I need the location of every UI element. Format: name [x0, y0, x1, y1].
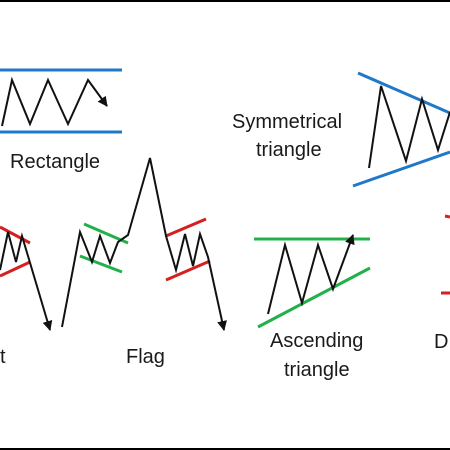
flag-bear-upper-line — [165, 217, 207, 238]
flag-price-path — [61, 157, 227, 331]
pennant-lower-line — [0, 260, 31, 278]
sym-label-line1: Symmetrical — [232, 111, 342, 133]
desc-upper-line-fragment — [444, 214, 450, 219]
desc-label-partial: D — [434, 331, 448, 353]
pennant-label-partial: t — [0, 346, 6, 368]
pennant-price-path — [0, 231, 53, 331]
pennant-pattern: t — [0, 225, 53, 368]
flag-pattern: Flag — [61, 157, 227, 368]
pennant-upper-line — [0, 225, 31, 245]
flag-bear-lower-line — [165, 259, 211, 282]
flag-bull-lower-line — [79, 254, 123, 274]
sym-upper-trendline — [357, 71, 450, 115]
asc-label-line2: triangle — [284, 359, 350, 381]
rectangle-pattern: Rectangle — [0, 68, 122, 173]
ascending-triangle-pattern: Ascending triangle — [254, 234, 371, 381]
asc-support-trendline — [257, 266, 371, 329]
rectangle-label: Rectangle — [10, 151, 100, 173]
asc-price-path — [267, 234, 355, 315]
rectangle-price-path — [1, 76, 108, 127]
flag-label: Flag — [126, 346, 165, 368]
symmetrical-triangle-pattern: Symmetrical triangle — [232, 71, 450, 188]
asc-label-line1: Ascending — [270, 330, 363, 352]
sym-label-line2: triangle — [256, 139, 322, 161]
sym-lower-trendline — [352, 150, 450, 188]
descending-triangle-pattern: D — [434, 214, 450, 353]
sym-price-path — [368, 85, 450, 169]
